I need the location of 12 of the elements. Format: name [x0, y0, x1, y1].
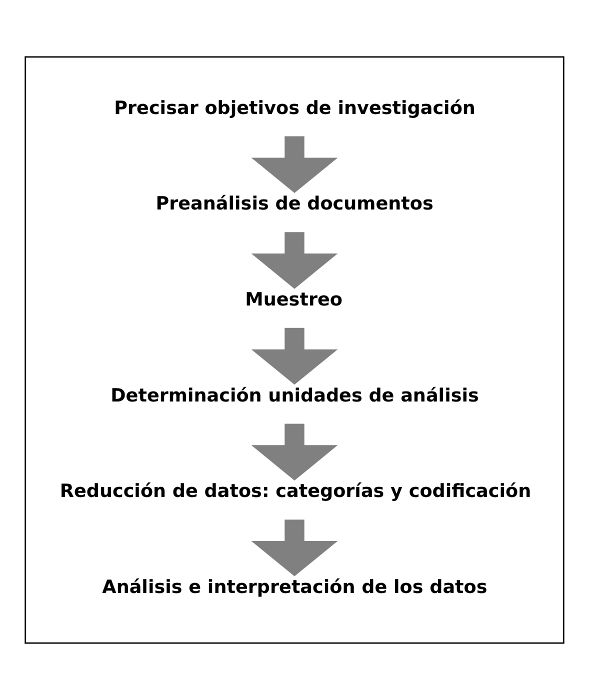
arrow	[251, 328, 338, 385]
node-text: Determinación unidades de análisis	[110, 385, 479, 406]
cluster	[24, 56, 564, 644]
node-text: Análisis e interpretación de los datos	[102, 576, 488, 598]
node-text: Precisar objetivos de investigación	[114, 98, 476, 119]
arrow	[251, 232, 338, 289]
arrow	[251, 424, 338, 480]
arrow	[251, 136, 338, 193]
arrow	[251, 520, 338, 576]
node-text: Preanálisis de documentos	[156, 194, 434, 215]
node-text: Reducción de datos: categorías y codificación	[60, 481, 532, 502]
node-text: Muestreo	[245, 289, 342, 310]
